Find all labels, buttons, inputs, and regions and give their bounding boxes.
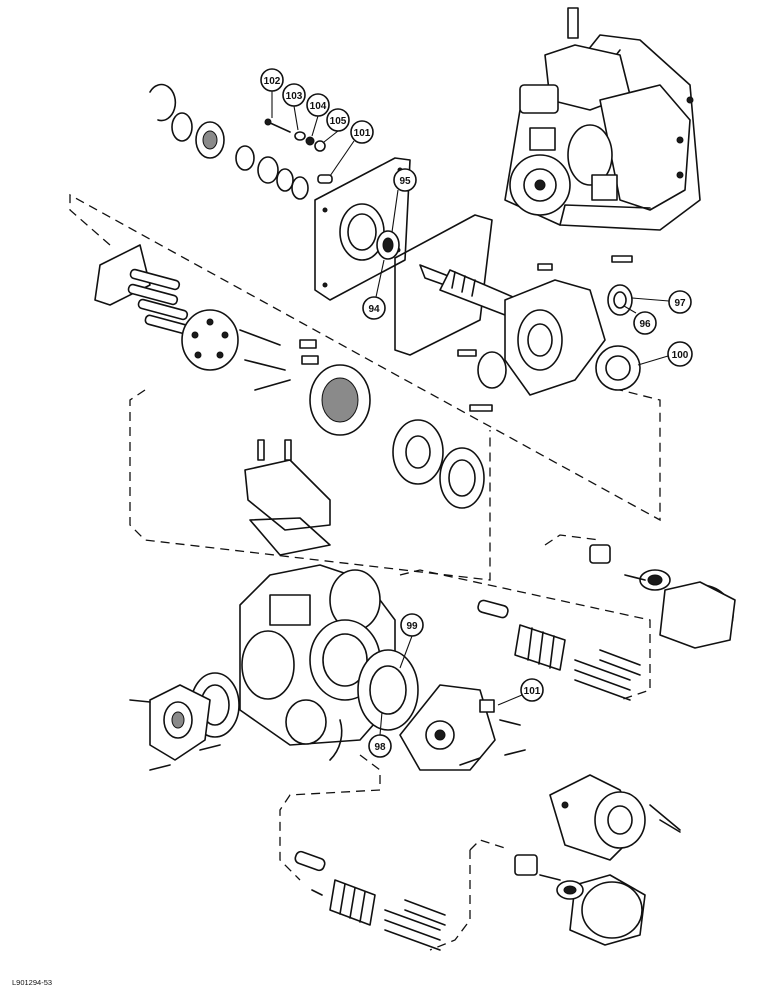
callout-98: 98	[368, 711, 392, 758]
callout-101-bottom: 101	[497, 678, 544, 706]
lower-compensator-springs	[294, 850, 646, 951]
gasket-and-shaft	[394, 214, 521, 356]
auxiliary-valve-block	[549, 774, 681, 861]
callout-105: 105	[323, 108, 350, 143]
assembled-pump-illustration	[504, 7, 701, 231]
control-valve	[244, 439, 331, 556]
callout-label: 104	[310, 101, 327, 112]
callout-102: 102	[260, 68, 284, 118]
callout-label: 97	[674, 298, 686, 309]
callout-95: 95	[391, 168, 417, 233]
upper-compensator-springs	[477, 544, 736, 701]
rotating-group	[94, 244, 485, 509]
left-flange	[149, 672, 343, 761]
callout-label: 101	[354, 128, 371, 139]
callout-94: 94	[362, 259, 386, 320]
assembly-dashed-paths	[69, 193, 661, 951]
fastener-bolts	[129, 574, 681, 896]
callout-label: 105	[330, 116, 347, 127]
figure-reference-code: L901294-53	[12, 978, 52, 987]
bolt-washer-stack	[264, 118, 333, 184]
callout-label: 102	[264, 76, 281, 87]
callout-label: 96	[639, 319, 651, 330]
callout-label: 100	[672, 350, 689, 361]
end-cover-plate	[314, 157, 411, 301]
callout-96: 96	[623, 305, 657, 335]
callout-100: 100	[637, 341, 693, 367]
callout-label: 101	[524, 686, 541, 697]
callout-101-top: 101	[329, 120, 374, 177]
callout-label: 95	[399, 176, 411, 187]
callout-label: 103	[286, 91, 303, 102]
callout-104: 104	[306, 93, 330, 137]
callout-103: 103	[282, 83, 306, 131]
right-end-cap	[357, 649, 496, 771]
callout-label: 94	[368, 304, 380, 315]
callout-label: 99	[406, 621, 418, 632]
callout-97: 97	[631, 290, 692, 314]
shaft-seal-stack	[149, 83, 309, 200]
callout-99: 99	[399, 613, 424, 669]
callout-label: 98	[374, 742, 386, 753]
swashplate-housing	[457, 255, 641, 412]
